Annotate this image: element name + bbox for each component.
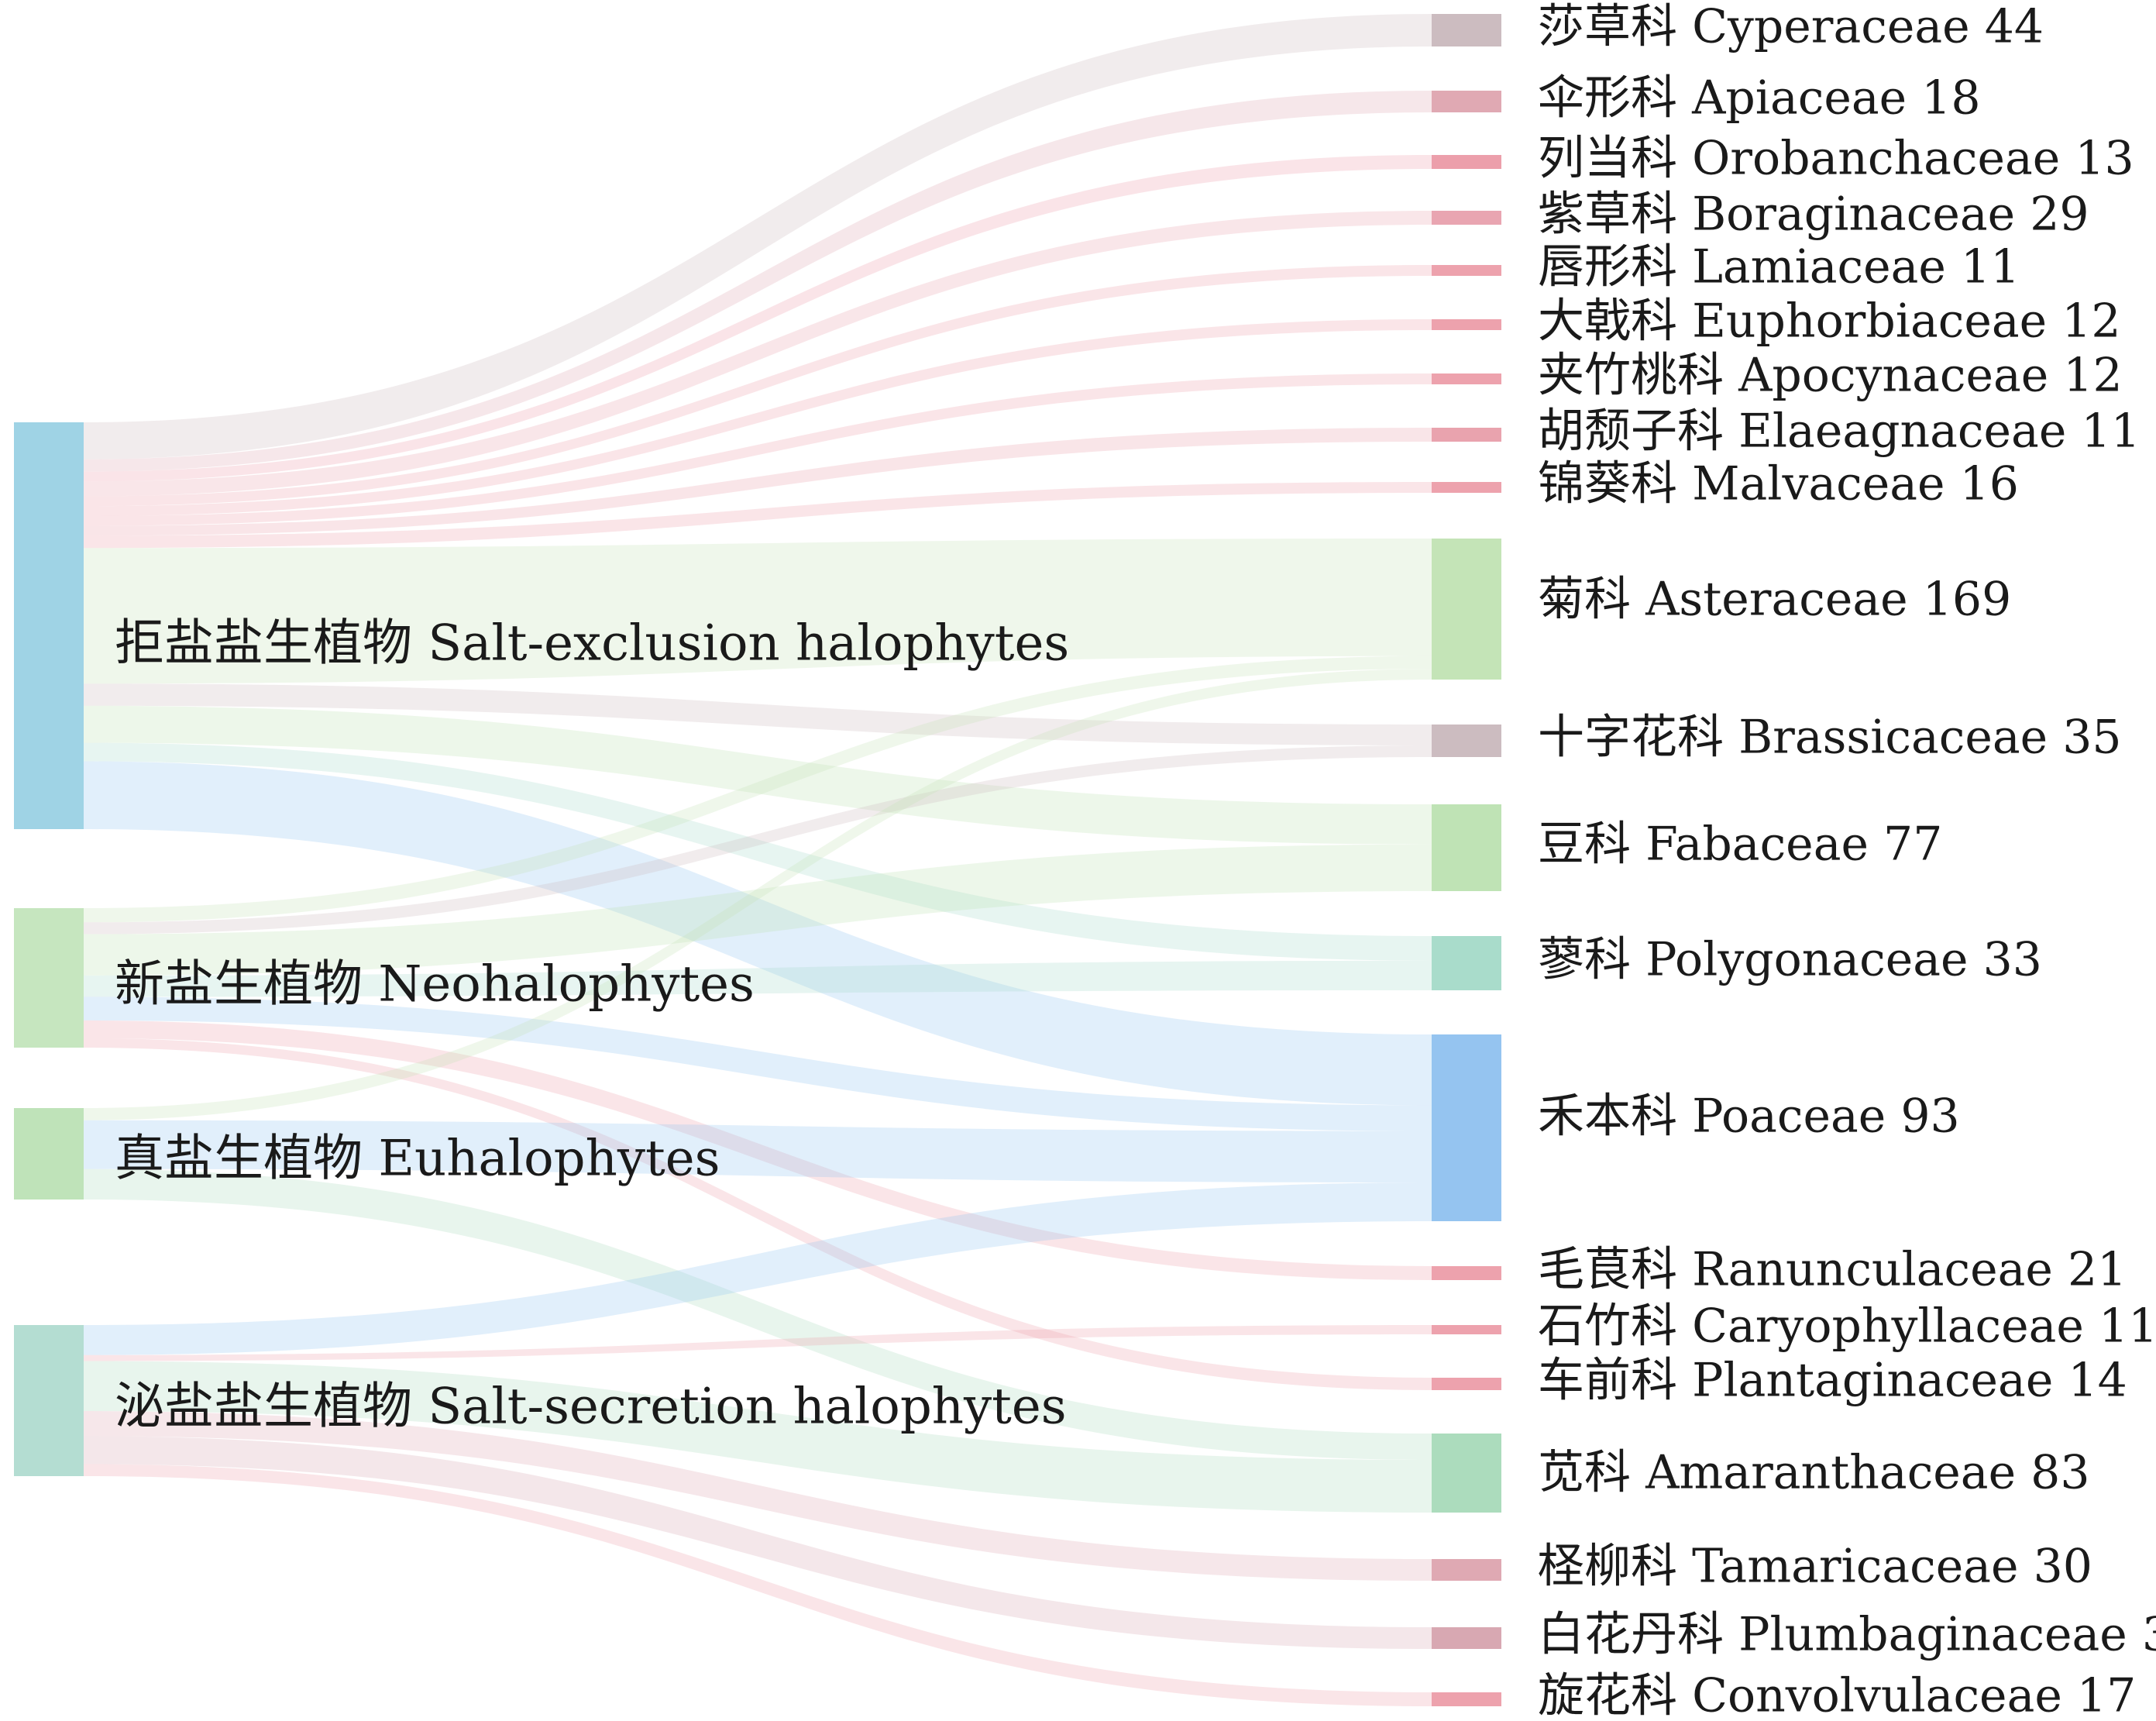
target-node-T21 <box>1432 1692 1501 1706</box>
sankey-link-S1-T10 <box>84 539 1432 684</box>
target-label-T14: 禾本科 Poaceae 93 <box>1538 1089 1960 1144</box>
source-node-S1 <box>14 422 84 829</box>
sankey-link-S1-T7 <box>84 373 1432 526</box>
target-label-T17: 车前科 Plantaginaceae 14 <box>1538 1354 2127 1408</box>
target-node-T17 <box>1432 1378 1501 1390</box>
sankey-link-S1-T2 <box>84 91 1432 472</box>
sankey-labels: 拒盐盐生植物 Salt-exclusion halophytes 新盐生植物 Ne… <box>115 0 2156 1721</box>
sankey-link-S4-T18 <box>84 1361 1432 1513</box>
sankey-link-S1-T3 <box>84 155 1432 482</box>
target-label-T20: 白花丹科 Plumbaginaceae 33 <box>1538 1608 2156 1662</box>
target-label-T6: 大戟科 Euphorbiaceae 12 <box>1538 294 2121 349</box>
target-node-T9 <box>1432 482 1501 493</box>
sankey-link-S4-T14 <box>84 1182 1432 1355</box>
sankey-link-S2-T17 <box>84 1038 1432 1390</box>
target-node-T16 <box>1432 1325 1501 1334</box>
target-node-T14 <box>1432 1034 1501 1221</box>
target-node-T19 <box>1432 1559 1501 1581</box>
target-node-T2 <box>1432 91 1501 112</box>
target-label-T18: 苋科 Amaranthaceae 83 <box>1538 1446 2090 1500</box>
source-label-S2: 新盐生植物 Neohalophytes <box>115 956 755 1014</box>
source-label-S1: 拒盐盐生植物 Salt-exclusion halophytes <box>115 615 1069 673</box>
sankey-link-S2-T12 <box>84 844 1432 976</box>
sankey-link-S1-T11 <box>84 683 1432 745</box>
sankey-link-S1-T8 <box>84 428 1432 536</box>
target-node-T13 <box>1432 936 1501 990</box>
source-label-S3: 真盐生植物 Euhalophytes <box>115 1131 720 1188</box>
target-label-T15: 毛茛科 Ranunculaceae 21 <box>1538 1243 2127 1297</box>
target-node-T15 <box>1432 1266 1501 1280</box>
sankey-link-S1-T4 <box>84 211 1432 497</box>
source-node-S4 <box>14 1325 84 1476</box>
sankey-link-S2-T14 <box>84 996 1432 1131</box>
target-node-T10 <box>1432 539 1501 680</box>
target-label-T12: 豆科 Fabaceae 77 <box>1538 817 1942 872</box>
target-node-T6 <box>1432 319 1501 330</box>
target-label-T13: 蓼科 Polygonaceae 33 <box>1538 933 2042 987</box>
target-node-T7 <box>1432 373 1501 384</box>
sankey-link-S2-T13 <box>84 960 1432 997</box>
target-node-T1 <box>1432 14 1501 46</box>
sankey-link-S1-T9 <box>84 482 1432 549</box>
sankey-link-S2-T15 <box>84 1020 1432 1280</box>
target-node-T12 <box>1432 804 1501 891</box>
target-label-T3: 列当科 Orobanchaceae 13 <box>1538 132 2134 186</box>
target-label-T11: 十字花科 Brassicaceae 35 <box>1538 711 2122 765</box>
sankey-link-S1-T13 <box>84 742 1432 961</box>
target-label-T7: 夹竹桃科 Apocynaceae 12 <box>1538 349 2123 403</box>
target-label-T21: 旋花科 Convolvulaceae 17 <box>1538 1669 2136 1721</box>
target-node-T8 <box>1432 428 1501 442</box>
sankey-link-S3-T10 <box>84 669 1432 1120</box>
target-node-T3 <box>1432 155 1501 169</box>
target-label-T19: 柽柳科 Tamaricaceae 30 <box>1538 1540 2092 1594</box>
target-node-T5 <box>1432 265 1501 276</box>
source-label-S4: 泌盐盐生植物 Salt-secretion halophytes <box>115 1379 1067 1436</box>
sankey-link-S1-T5 <box>84 265 1432 507</box>
target-label-T4: 紫草科 Boraginaceae 29 <box>1538 188 2089 242</box>
target-node-T20 <box>1432 1627 1501 1649</box>
sankey-link-S1-T6 <box>84 319 1432 516</box>
target-label-T16: 石竹科 Caryophyllaceae 11 <box>1538 1299 2156 1354</box>
sankey-link-S4-T20 <box>84 1436 1432 1649</box>
target-label-T2: 伞形科 Apiaceae 18 <box>1538 71 1981 126</box>
sankey-link-S2-T10 <box>84 656 1432 923</box>
target-node-T11 <box>1432 725 1501 757</box>
target-label-T9: 锦葵科 Malvaceae 16 <box>1538 457 2019 511</box>
source-node-S3 <box>14 1108 84 1200</box>
target-label-T5: 唇形科 Lamiaceae 11 <box>1538 240 2020 294</box>
target-label-T1: 莎草科 Cyperaceae 44 <box>1538 0 2044 54</box>
sankey-link-S4-T21 <box>84 1464 1432 1706</box>
sankey-links <box>84 14 1432 1706</box>
sankey-link-S2-T11 <box>84 745 1432 935</box>
sankey-link-S1-T12 <box>84 705 1432 845</box>
target-node-T4 <box>1432 211 1501 225</box>
sankey-link-S4-T16 <box>84 1325 1432 1361</box>
sankey-link-S4-T19 <box>84 1411 1432 1581</box>
target-label-T8: 胡颓子科 Elaeagnaceae 11 <box>1538 404 2141 459</box>
sankey-nodes <box>14 14 1501 1706</box>
sankey-link-S3-T14 <box>84 1120 1432 1183</box>
sankey-link-S3-T18 <box>84 1169 1432 1460</box>
sankey-link-S1-T1 <box>84 14 1432 460</box>
source-node-S2 <box>14 908 84 1048</box>
sankey-link-S1-T14 <box>84 761 1432 1106</box>
target-node-T18 <box>1432 1434 1501 1513</box>
target-label-T10: 菊科 Asteraceae 169 <box>1538 573 2011 627</box>
